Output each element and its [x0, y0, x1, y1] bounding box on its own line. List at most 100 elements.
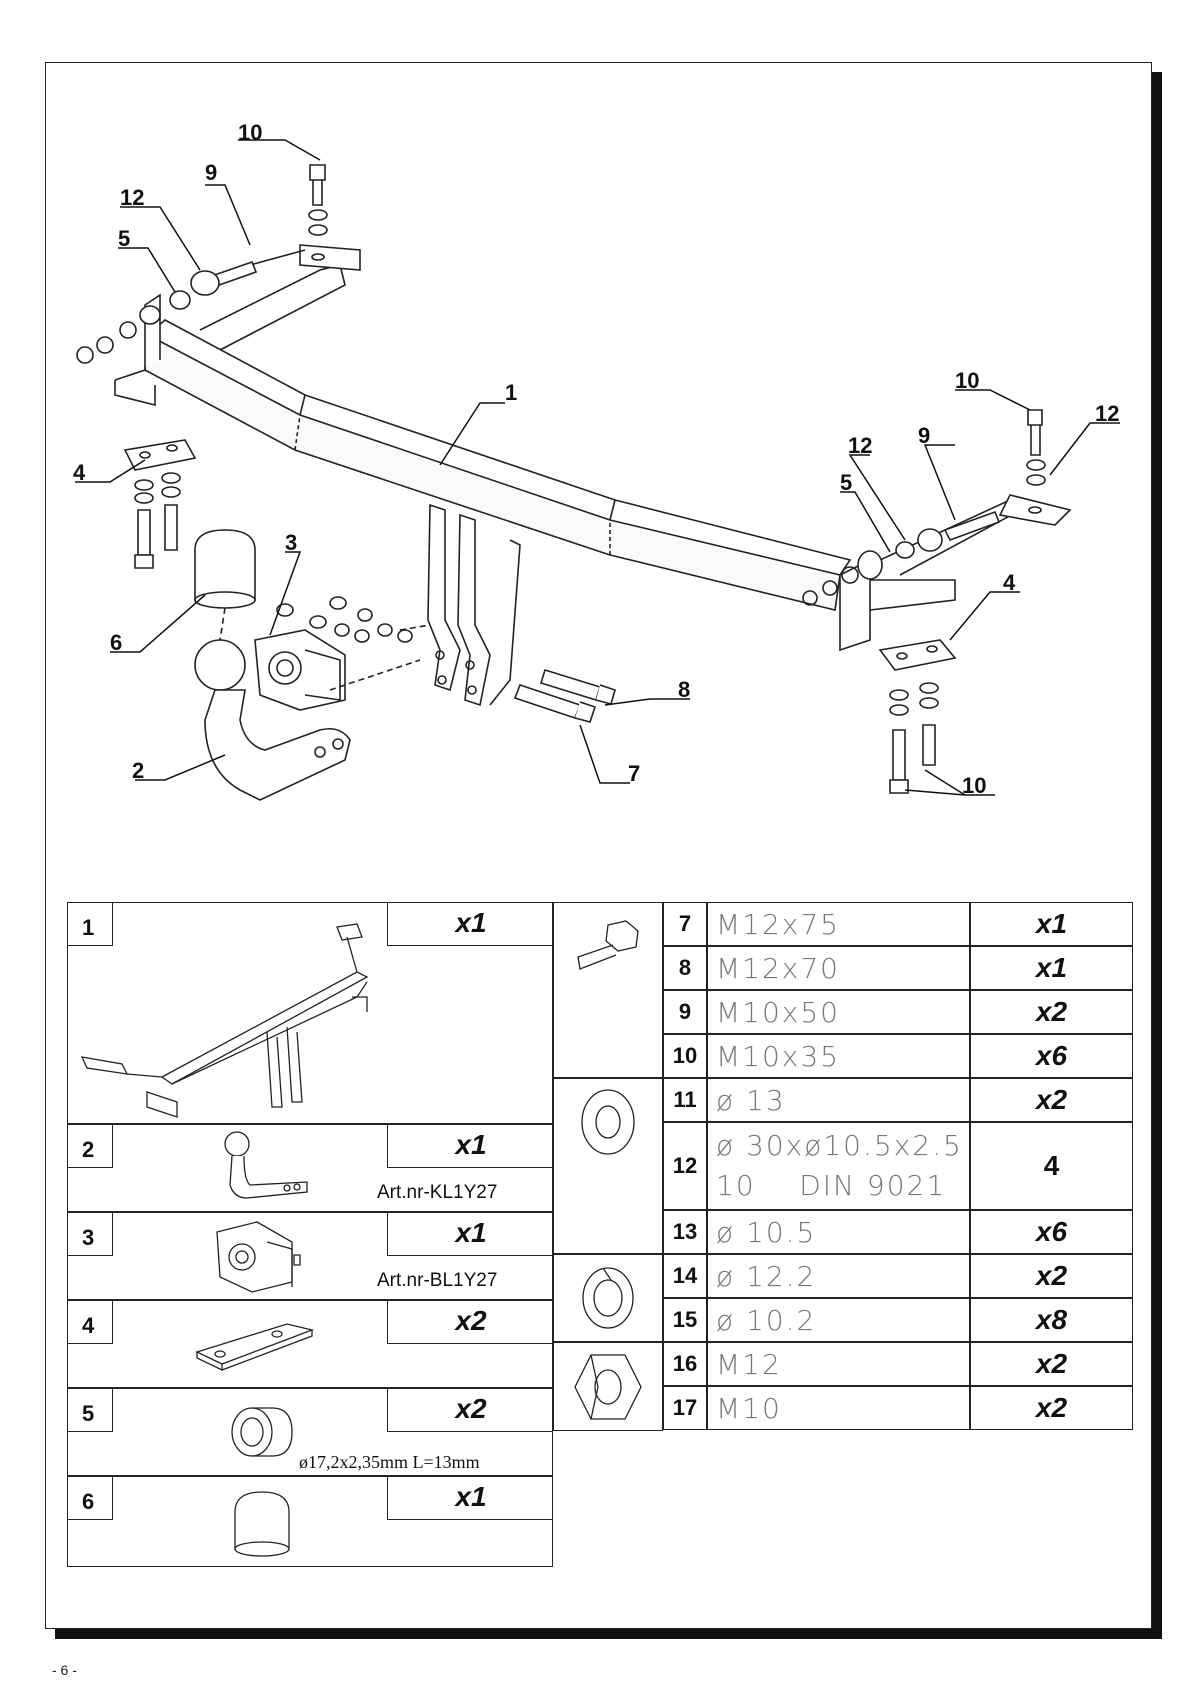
part-5-spec: ø17,2x2,35mm L=13mm [299, 1452, 480, 1472]
callout-5-right: 5 [840, 470, 852, 495]
item-number: 10 [663, 1034, 707, 1078]
item-quantity: x6 [970, 1210, 1133, 1254]
part-quantity: x2 [455, 1305, 487, 1336]
center-bracket-left [428, 505, 460, 690]
item-quantity: x2 [970, 990, 1133, 1034]
item-quantity: 4 [970, 1122, 1133, 1210]
callout-6: 6 [110, 630, 122, 655]
callout-12-right-outer: 12 [1095, 401, 1119, 426]
parts-table-left: 1 x1 2 x1 Art.nr-KL1Y27 3 x1 Art.nr-BL1Y… [67, 902, 553, 1567]
part-5-qty-box: x2 [387, 1388, 553, 1432]
item-spec: M12 [707, 1342, 970, 1386]
callout-12-right-inner: 12 [848, 433, 872, 458]
nut-icon [573, 1347, 643, 1427]
item-quantity: x8 [970, 1298, 1133, 1342]
part-3-article-number: Art.nr-BL1Y27 [377, 1270, 498, 1291]
part-quantity: x2 [455, 1393, 487, 1424]
socket-plate-thumbnail [212, 1217, 322, 1297]
callout-2: 2 [132, 758, 144, 783]
part-quantity: x1 [455, 1217, 487, 1248]
washer-image-cell [553, 1078, 663, 1254]
item-spec: ø 10.5 [707, 1210, 970, 1254]
part-6-qty-box: x1 [387, 1476, 553, 1520]
item-spec: ø 30xø10.5x2.5 10 DIN 9021 [707, 1122, 970, 1210]
spring-washer-icon [573, 1258, 643, 1338]
item-number: 16 [663, 1342, 707, 1386]
part-number: 4 [82, 1313, 95, 1338]
callout-4-left: 4 [73, 460, 86, 485]
item-spec: M10x35 [707, 1034, 970, 1078]
item-spec-line-1: ø 30xø10.5x2.5 [716, 1129, 963, 1162]
bolt-icon [568, 917, 648, 977]
part-number: 5 [82, 1401, 95, 1426]
callout-10-top-right: 10 [955, 368, 979, 393]
callout-5-left: 5 [118, 226, 130, 251]
part-number: 3 [82, 1225, 95, 1250]
item-quantity: x1 [970, 902, 1133, 946]
fastener-row [277, 597, 412, 642]
item-spec: M10 [707, 1386, 970, 1430]
center-bracket-right [458, 515, 490, 705]
tow-ball [195, 640, 245, 690]
item-quantity: x2 [970, 1254, 1133, 1298]
callout-8: 8 [678, 677, 690, 702]
part-number: 2 [82, 1137, 95, 1162]
item-number: 15 [663, 1298, 707, 1342]
callout-9-right: 9 [918, 423, 930, 448]
callout-9-left: 9 [205, 160, 217, 185]
part-4-qty-box: x2 [387, 1300, 553, 1344]
ball-cap [195, 530, 255, 600]
part-quantity: x1 [455, 1129, 487, 1160]
item-spec: M12x75 [707, 902, 970, 946]
item-number: 9 [663, 990, 707, 1034]
part-5-number-box: 5 [67, 1388, 113, 1432]
part-2-qty-box: x1 [387, 1124, 553, 1168]
callout-10-bottom-right: 10 [962, 773, 986, 798]
item-spec: M10x50 [707, 990, 970, 1034]
item-number: 8 [663, 946, 707, 990]
part-3-qty-box: x1 [387, 1212, 553, 1256]
callout-7: 7 [628, 761, 640, 786]
washer-icon [573, 1082, 643, 1162]
part-1-number-box: 1 [67, 902, 113, 946]
part-number: 6 [82, 1489, 95, 1514]
part-3-number-box: 3 [67, 1212, 113, 1256]
part-quantity: x1 [455, 1481, 487, 1512]
item-spec: ø 12.2 [707, 1254, 970, 1298]
callout-1: 1 [505, 380, 517, 405]
socket-plate [255, 630, 345, 710]
item-spec-line-2: 10 DIN 9021 [716, 1169, 947, 1202]
part-2-number-box: 2 [67, 1124, 113, 1168]
item-spec: ø 13 [707, 1078, 970, 1122]
item-number: 7 [663, 902, 707, 946]
spacer-thumbnail [227, 1397, 297, 1467]
exploded-diagram: 10 9 12 5 4 6 3 2 1 8 7 10 12 9 12 5 4 1… [73, 120, 1200, 820]
item-number: 14 [663, 1254, 707, 1298]
item-quantity: x1 [970, 946, 1133, 990]
item-number: 17 [663, 1386, 707, 1430]
item-quantity: x2 [970, 1342, 1133, 1386]
item-spec: ø 10.2 [707, 1298, 970, 1342]
tow-ball-thumbnail [212, 1130, 322, 1206]
part-number: 1 [82, 915, 95, 940]
crossbar-thumbnail [67, 902, 553, 1124]
item-quantity: x2 [970, 1078, 1133, 1122]
right-plate [880, 640, 955, 670]
item-spec: M12x70 [707, 946, 970, 990]
item-quantity: x6 [970, 1034, 1133, 1078]
callout-3: 3 [285, 530, 297, 555]
item-quantity: x2 [970, 1386, 1133, 1430]
crossbar-body [145, 335, 840, 610]
part-6-number-box: 6 [67, 1476, 113, 1520]
part-quantity: x1 [455, 907, 487, 938]
callout-10-top-left: 10 [238, 120, 262, 145]
page-number: - 6 - [52, 1662, 77, 1678]
part-4-number-box: 4 [67, 1300, 113, 1344]
callout-4-right: 4 [1003, 570, 1016, 595]
part-1-qty-box: x1 [387, 902, 553, 946]
item-number: 12 [663, 1122, 707, 1210]
item-number: 11 [663, 1078, 707, 1122]
ball-cap-thumbnail [232, 1487, 292, 1562]
item-number: 13 [663, 1210, 707, 1254]
